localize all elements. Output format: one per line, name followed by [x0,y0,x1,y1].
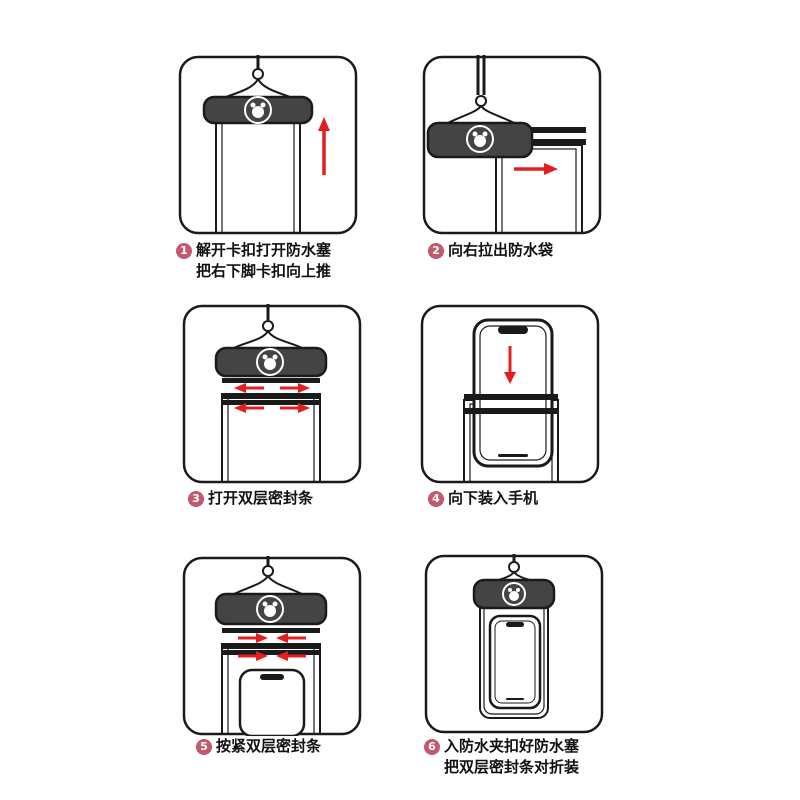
step-1-text-line1: 解开卡扣打开防水塞 [196,241,332,259]
step-2-text-line1: 向右拉出防水袋 [448,241,554,259]
step-3-text-line1: 打开双层密封条 [208,489,314,507]
step-6-text-line2: 把双层密封条对折装 [444,758,580,776]
step-1-text-line2: 把右下脚卡扣向上推 [196,262,332,280]
step-number-badge: 3 [188,491,204,507]
step-2-illustration [422,55,602,235]
step-6-text-line1: 入防水夹扣好防水塞 [444,737,580,755]
step-1-illustration [178,55,358,235]
step-3-illustration [182,304,362,484]
step-6-illustration [424,554,604,734]
step-number-badge: 2 [428,243,444,259]
step-number-badge: 6 [424,739,440,755]
step-number-badge: 5 [196,739,212,755]
step-4-illustration [420,304,600,484]
step-5-text-line1: 按紧双层密封条 [216,737,322,755]
step-number-badge: 1 [176,243,192,259]
step-4-text-line1: 向下装入手机 [448,489,539,507]
step-number-badge: 4 [428,491,444,507]
step-5-illustration [182,556,362,736]
